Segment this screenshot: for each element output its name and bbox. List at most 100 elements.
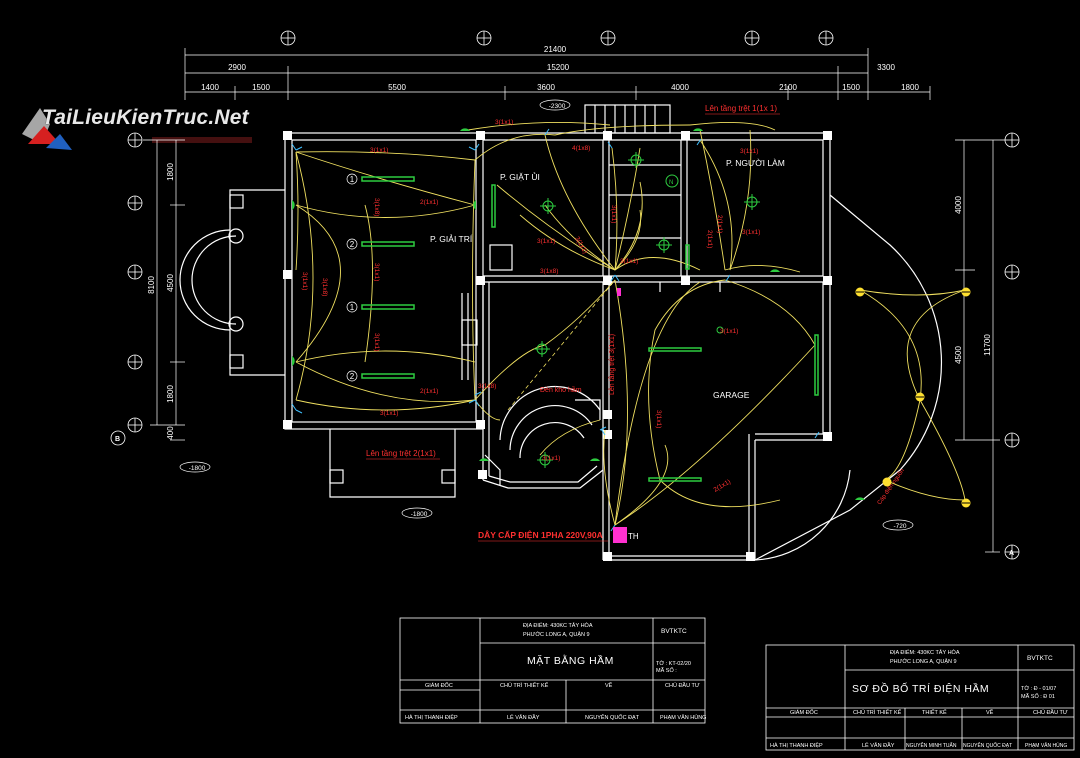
tbr-sheet-code: MÃ SỐ : Đ 01	[1021, 693, 1055, 700]
wire-label: 3(1x1)	[740, 148, 758, 155]
tbr-location-1: ĐỊA ĐIỂM: 430KC TÂY HÒA	[890, 649, 960, 656]
dim-top-r3-5: 4000	[671, 83, 689, 92]
electric-wires	[295, 121, 966, 526]
wire-label: 3(1x1)	[373, 333, 380, 351]
wire-label: 3(1x1)	[655, 410, 662, 428]
tbl-role-draw: VẼ	[605, 682, 613, 689]
fluorescent-lights	[361, 176, 819, 482]
axis-bubbles	[110, 30, 1020, 560]
exterior-lamps	[855, 287, 971, 508]
wire-label: 3(1x8)	[540, 268, 558, 275]
wire-labels: 3(1x1) 3(1x8) 2(1x1) 3(1x1) 3(1x1) 3(1x8…	[301, 119, 760, 494]
dim-top-total: 21400	[544, 45, 567, 54]
tbr-name-chief: LÊ VĂN ĐẦY	[862, 741, 895, 749]
wire-label: 3(1x1)	[537, 238, 555, 245]
label-len-tang-tret-1: Lên tầng trệt 1(1x 1)	[705, 104, 777, 113]
wire-label: 2(1x1)	[713, 478, 732, 493]
axis-label-b: B	[115, 436, 120, 443]
level-1: -2300	[549, 103, 566, 110]
columns	[283, 131, 832, 561]
tbl-sheet-code: MÃ SỐ :	[656, 667, 677, 674]
tbr-name-director: HÀ THỊ THANH ĐIỆP	[770, 741, 823, 749]
wire-label: 2(1x1)	[420, 388, 438, 395]
wire-label: 3(1x1)	[620, 258, 638, 265]
tbr-name-owner: PHẠM VĂN HÙNG	[1025, 742, 1067, 749]
axis-label-a: A	[1009, 550, 1014, 557]
dim-top-r3-8: 1800	[901, 83, 919, 92]
level-2: -1800	[189, 465, 206, 472]
room-nguoi-lam: P. NGƯỜI LÀM	[726, 158, 785, 168]
wire-label: 3(1x8)	[373, 198, 380, 216]
label-day-cap-dien: DÂY CẤP ĐIỆN 1PHA 220V,90A	[478, 529, 603, 540]
tbr-company: BVTKTC	[1027, 655, 1053, 662]
tbr-name-design: NGUYỄN MINH TUẤN	[906, 742, 957, 749]
wire-label: 3(1x1)	[301, 272, 308, 290]
tbl-location-2: PHƯỚC LONG A, QUẬN 9	[523, 631, 590, 638]
watermark-brand: TaiLieuKienTruc.Net	[42, 106, 249, 129]
tbr-sheet-no: TỜ : Đ - 01/07	[1021, 685, 1056, 692]
wire-label: 3(1x1)	[370, 147, 388, 154]
dim-top-r3-7: 1500	[842, 83, 860, 92]
room-giat-ui: P. GIẶT ỦI	[500, 171, 540, 182]
label-th: TH	[628, 532, 639, 541]
dim-top-r3-2: 1500	[252, 83, 270, 92]
dim-left-inner-3: 1800	[166, 385, 175, 403]
watermark-dots-icon	[152, 137, 252, 143]
wire-label: 3(1x8)	[478, 383, 496, 390]
dimension-lines	[150, 48, 1000, 553]
tbr-role-design: THIẾT KẾ	[922, 709, 947, 716]
dim-top-r3-1: 1400	[201, 83, 219, 92]
fixture-numbers	[346, 173, 358, 382]
room-giai-tri: P. GIẢI TRÍ	[430, 233, 473, 244]
tbl-sheet-no: TỜ : KT-02/20	[656, 660, 691, 667]
fixture-number-1: 1	[350, 175, 355, 184]
watermark-logo-icon	[22, 108, 72, 150]
tbl-company: BVTKTC	[661, 628, 687, 635]
wire-label: 3(1x1)	[742, 229, 760, 236]
tbr-role-owner: CHỦ ĐẦU TƯ	[1033, 709, 1068, 716]
title-block-right	[765, 644, 1075, 751]
wall-lights	[292, 128, 865, 500]
wire-label: 3(1x1)	[573, 236, 588, 255]
wire-label: 2(1x1)	[420, 199, 438, 206]
level-3: -1800	[411, 511, 428, 518]
walls	[179, 104, 943, 561]
dim-top-r2-3: 3300	[877, 63, 895, 72]
dashed-wire	[507, 279, 616, 411]
label-den-kho-ham: Đèn kho hầm	[540, 385, 582, 394]
wire-label: 3(1x1)	[542, 455, 560, 462]
tbr-role-director: GIÁM ĐỐC	[790, 709, 818, 716]
socket-box	[613, 527, 627, 543]
fixture-number-3: 1	[350, 303, 355, 312]
dim-left-inner-1: 1800	[166, 163, 175, 181]
tbl-title: MẶT BẰNG HẦM	[527, 654, 614, 667]
tbl-name-director: HÀ THỊ THANH ĐIỆP	[405, 713, 458, 721]
wire-label: 3(1x1)	[720, 328, 738, 335]
tbr-role-draw: VẼ	[986, 709, 994, 716]
dim-left-bottom: 400	[166, 426, 175, 440]
tbr-role-chief: CHỦ TRÌ THIẾT KẾ	[853, 709, 902, 716]
level-markers	[179, 99, 914, 531]
wire-label: 3(1x1)	[610, 205, 617, 223]
tbl-role-owner: CHỦ ĐẦU TƯ	[665, 682, 700, 689]
wire-label: 3(1x8)	[321, 278, 328, 296]
dim-top-r2-1: 2900	[228, 63, 246, 72]
socket-small	[617, 288, 621, 296]
dim-left-inner-2: 4500	[166, 274, 175, 292]
tbr-location-2: PHƯỚC LONG A, QUẬN 9	[890, 658, 957, 665]
dim-top-r3-4: 3600	[537, 83, 555, 92]
label-len-tang-tret-2: Lên tầng trệt 2(1x1)	[366, 449, 436, 458]
tbl-name-chief: LÊ VĂN ĐẦY	[507, 713, 540, 721]
level-4: -720	[893, 523, 906, 530]
dim-top-r2-2: 15200	[547, 63, 570, 72]
room-garage: GARAGE	[713, 390, 750, 400]
tbl-name-owner: PHẠM VĂN HÙNG	[660, 714, 706, 721]
wire-label: 2(1x1)	[706, 230, 713, 248]
label-len-tang-tret-3: Lên tầng trệt 3(1x1)	[607, 334, 616, 395]
dim-right-outer: 11700	[983, 334, 992, 356]
title-block-left	[399, 617, 706, 724]
ceiling-lights	[534, 152, 760, 468]
wire-label: 4(1x8)	[572, 145, 590, 152]
wire-label: 2(1x1)	[716, 215, 723, 233]
